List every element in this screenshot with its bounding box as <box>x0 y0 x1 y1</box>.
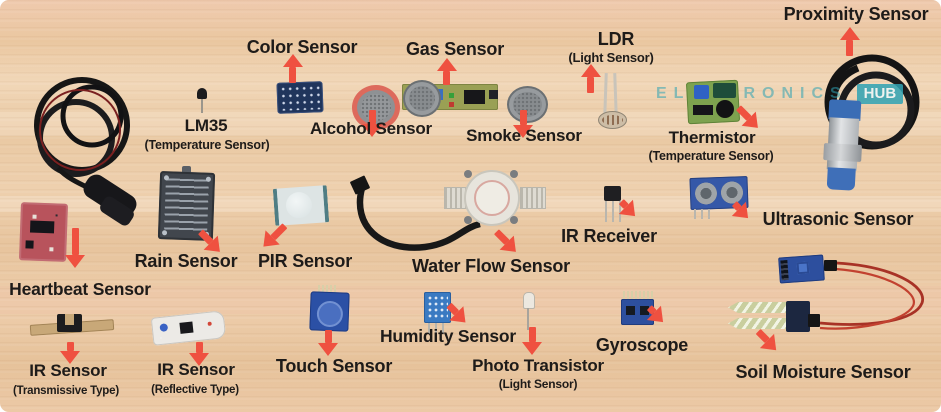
ir-reflective-sublabel: (Reflective Type) <box>151 384 239 396</box>
ldr-label: LDR <box>597 29 635 49</box>
gas-sensor-label: Gas Sensor <box>405 39 505 59</box>
soil-moisture-probe-connector <box>808 314 820 327</box>
proximity-mounting-nut <box>823 143 863 162</box>
proximity-sensor-label: Proximity Sensor <box>783 4 929 24</box>
alcohol-sensor-photo <box>352 85 400 130</box>
thermistor-sublabel: (Temperature Sensor) <box>648 149 774 163</box>
soil-moisture-sensor-label: Soil Moisture Sensor <box>735 362 911 382</box>
water-flow-cable <box>356 187 481 251</box>
color-sensor-photo <box>276 81 324 114</box>
thermistor-trimpot <box>694 85 709 99</box>
soil-moisture-wire <box>819 267 915 330</box>
rain-sensor-label: Rain Sensor <box>134 251 238 271</box>
alcohol-sensor-arrow <box>362 110 382 137</box>
thermistor-ic <box>693 105 713 115</box>
ir-receiver-photo <box>604 186 621 201</box>
gyroscope-pins <box>623 291 653 300</box>
water-flow-right-pipe <box>520 187 546 209</box>
photo-transistor-photo <box>523 292 535 330</box>
ldr-sublabel: (Light Sensor) <box>568 50 654 65</box>
gas-sensor-can <box>403 80 441 117</box>
ir-reflective-arrow <box>189 342 209 366</box>
water-flow-sensor-label: Water Flow Sensor <box>412 256 570 276</box>
humidity-sensor-label: Humidity Sensor <box>379 326 517 346</box>
ldr-photo <box>598 111 627 129</box>
heartbeat-red-wire <box>39 89 121 171</box>
soil-moisture-probe-pcb <box>786 301 810 332</box>
pir-sensor-photo <box>272 185 330 226</box>
ir-transmissive-label: IR Sensor <box>29 361 107 380</box>
heartbeat-sensor-photo <box>19 202 68 262</box>
ir-transmissive-gate <box>57 314 82 332</box>
proximity-sensor-photo <box>823 99 863 191</box>
gas-sensor-arrow <box>437 58 457 85</box>
pir-sensor-label: PIR Sensor <box>257 251 353 271</box>
watermark-text: ELECTRONICS <box>656 85 848 102</box>
lm35-sublabel: (Temperature Sensor) <box>144 138 270 152</box>
ultrasonic-pins <box>694 209 710 219</box>
ir-receiver-leads <box>605 201 621 222</box>
humidity-sensor-leads <box>428 323 444 334</box>
color-sensor-arrow <box>283 54 303 83</box>
soil-moisture-amp-connector <box>824 260 837 271</box>
touch-sensor-pins <box>318 285 338 293</box>
smoke-sensor-arrow <box>513 110 533 138</box>
thermistor-disc <box>716 100 734 118</box>
proximity-blue-tip <box>826 167 856 191</box>
thermistor-label: Thermistor <box>668 128 756 147</box>
soil-moisture-wire <box>819 261 925 326</box>
alcohol-sensor-label: Alcohol Sensor <box>310 119 432 138</box>
ir-reflective-label: IR Sensor <box>157 360 235 379</box>
ldr-arrow <box>581 64 601 93</box>
ir-transmissive-sublabel: (Transmissive Type) <box>13 385 119 397</box>
lm35-photo <box>197 88 207 113</box>
color-sensor-label: Color Sensor <box>246 37 358 57</box>
ir-transmissive-arrow <box>60 342 80 364</box>
gyroscope-label: Gyroscope <box>595 335 689 355</box>
smoke-sensor-label: Smoke Sensor <box>466 126 582 145</box>
heartbeat-sensor-label: Heartbeat Sensor <box>9 279 151 299</box>
soil-moisture-probe-prong <box>728 302 794 313</box>
proximity-sensor-arrow <box>840 27 860 56</box>
rain-sensor-clip <box>182 166 191 174</box>
soil-moisture-amplifier-module <box>778 254 825 284</box>
ultrasonic-sensor-label: Ultrasonic Sensor <box>762 209 914 229</box>
touch-sensor-photo <box>309 291 350 332</box>
ir-receiver-label: IR Receiver <box>561 226 657 246</box>
watermark-highlight: HUB <box>856 84 904 104</box>
thermistor-terminal-block <box>713 83 736 98</box>
heartbeat-sensor-arrow <box>65 228 85 268</box>
soil-moisture-probe-prong <box>728 318 794 329</box>
heartbeat-cable-coil <box>60 84 124 148</box>
lm35-label: LM35 <box>184 116 228 135</box>
water-flow-sensor-photo <box>464 170 520 226</box>
photo-transistor-arrow <box>522 327 542 355</box>
smoke-sensor-photo <box>507 86 548 123</box>
photo-transistor-sublabel: (Light Sensor) <box>498 377 578 391</box>
photo-transistor-label: Photo Transistor <box>472 356 604 375</box>
touch-sensor-label: Touch Sensor <box>275 356 393 376</box>
touch-sensor-arrow <box>318 330 338 356</box>
